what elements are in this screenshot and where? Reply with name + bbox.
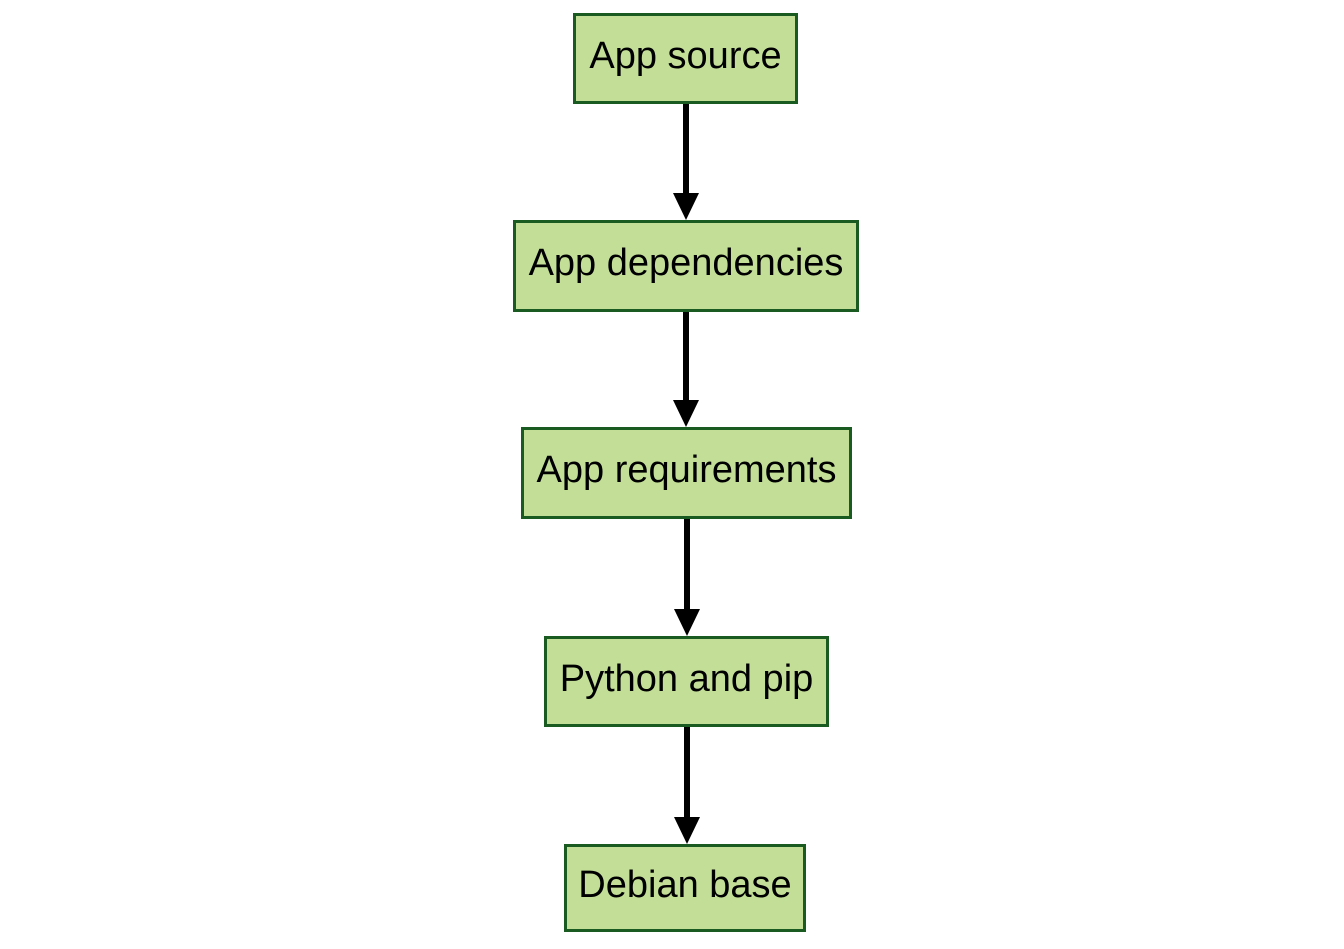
edge-arrow-app-source-to-app-dependencies	[672, 104, 699, 220]
arrow-shaft	[682, 104, 689, 195]
node-label: App source	[589, 34, 782, 77]
arrow-head-icon	[673, 817, 700, 844]
diagram-node-app-requirements: App requirements	[521, 427, 852, 519]
arrow-shaft	[683, 727, 690, 819]
diagram-node-app-dependencies: App dependencies	[513, 220, 859, 312]
edge-arrow-python-and-pip-to-debian-base	[673, 727, 700, 844]
node-label: App dependencies	[528, 242, 844, 284]
node-label: App requirements	[536, 449, 837, 491]
arrow-shaft	[683, 519, 690, 611]
edge-arrow-app-requirements-to-python-and-pip	[673, 519, 700, 636]
edge-arrow-app-dependencies-to-app-requirements	[673, 312, 699, 427]
node-label: Python and pip	[559, 657, 814, 700]
diagram-node-python-and-pip: Python and pip	[544, 636, 829, 727]
node-label: Debian base	[578, 864, 792, 906]
arrow-head-icon	[673, 609, 700, 636]
arrow-head-icon	[673, 400, 699, 427]
arrow-shaft	[683, 312, 689, 402]
diagram-node-app-source: App source	[573, 13, 798, 104]
diagram-node-debian-base: Debian base	[564, 844, 806, 932]
arrow-head-icon	[672, 193, 699, 220]
